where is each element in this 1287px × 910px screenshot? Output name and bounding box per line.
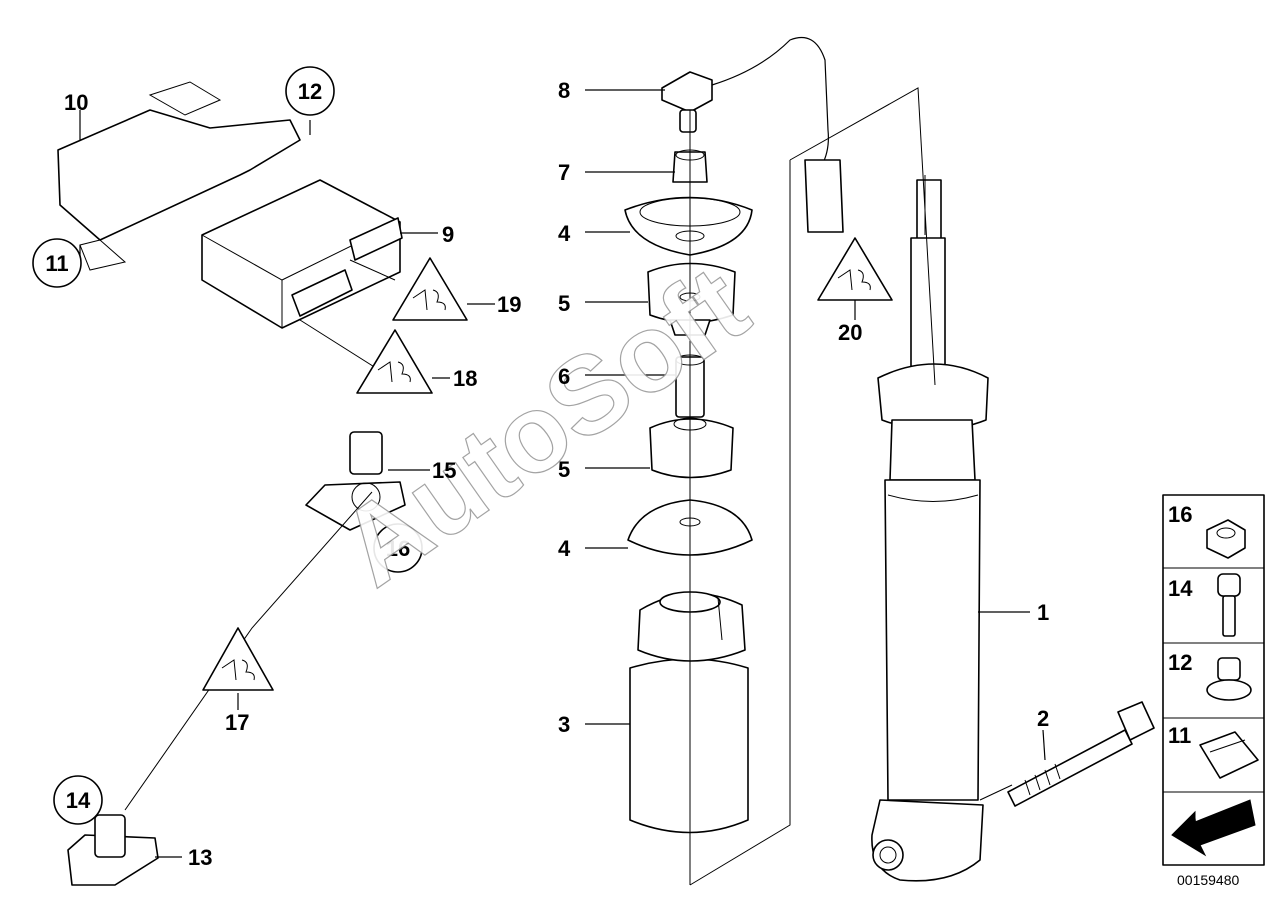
hex-nut-icon (1206, 519, 1246, 559)
protection-tube[interactable] (629, 591, 749, 834)
legend-panel: 16 14 12 11 (1162, 494, 1265, 866)
circle-callout-14: 14 (53, 775, 103, 825)
bolt[interactable] (1007, 701, 1155, 807)
callout-13: 13 (188, 845, 212, 870)
callout-6: 6 (558, 364, 570, 389)
legend-item-11[interactable]: 11 (1168, 723, 1259, 779)
arrow-icon (1171, 799, 1256, 857)
collar-nut-icon (1206, 657, 1252, 701)
shock-absorber[interactable] (871, 175, 989, 882)
mounting-bracket[interactable] (57, 81, 301, 271)
svg-text:14: 14 (1168, 576, 1193, 601)
svg-text:12: 12 (1168, 650, 1192, 675)
rubber-mount-upper[interactable] (647, 262, 736, 336)
svg-text:14: 14 (66, 788, 91, 813)
callout-9: 9 (442, 222, 454, 247)
callout-1: 1 (1037, 600, 1049, 625)
callout-5-lower: 5 (558, 457, 570, 482)
warning-triangle-20 (817, 237, 893, 301)
legend-item-14[interactable]: 14 (1168, 573, 1241, 637)
legend-item-16[interactable]: 16 (1168, 502, 1246, 559)
rubber-mount-lower[interactable] (649, 417, 734, 479)
callout-5-upper: 5 (558, 291, 570, 316)
level-sensor-rear[interactable] (67, 814, 159, 886)
svg-text:11: 11 (1168, 723, 1191, 748)
socket-bolt-icon (1217, 573, 1241, 637)
callout-2: 2 (1037, 706, 1049, 731)
support-cup-upper[interactable] (624, 196, 753, 256)
circle-callout-12: 12 (285, 66, 335, 116)
svg-text:16: 16 (386, 536, 410, 561)
warning-triangle-18 (356, 329, 433, 394)
callout-8: 8 (558, 78, 570, 103)
callout-4-lower: 4 (558, 536, 571, 561)
callout-18: 18 (453, 366, 477, 391)
svg-text:16: 16 (1168, 502, 1192, 527)
callout-10: 10 (64, 90, 88, 115)
clip-icon (1199, 731, 1259, 779)
svg-text:11: 11 (45, 251, 68, 276)
callout-4-upper: 4 (558, 221, 571, 246)
circle-callout-16: 16 (373, 523, 423, 573)
circle-callout-11: 11 (32, 238, 82, 288)
callout-17: 17 (225, 710, 249, 735)
callout-3: 3 (558, 712, 570, 737)
warning-triangle-17 (202, 627, 274, 691)
callout-15: 15 (432, 458, 456, 483)
legend-item-arrow (1171, 799, 1256, 857)
legend-item-12[interactable]: 12 (1168, 650, 1252, 701)
control-unit[interactable] (201, 179, 403, 329)
svg-text:12: 12 (298, 79, 322, 104)
callout-7: 7 (558, 160, 570, 185)
acceleration-sensor[interactable] (661, 36, 844, 233)
callout-20: 20 (838, 320, 862, 345)
callout-19: 19 (497, 292, 521, 317)
warning-triangle-19 (392, 257, 468, 321)
diagram-number: 00159480 (1177, 872, 1240, 888)
